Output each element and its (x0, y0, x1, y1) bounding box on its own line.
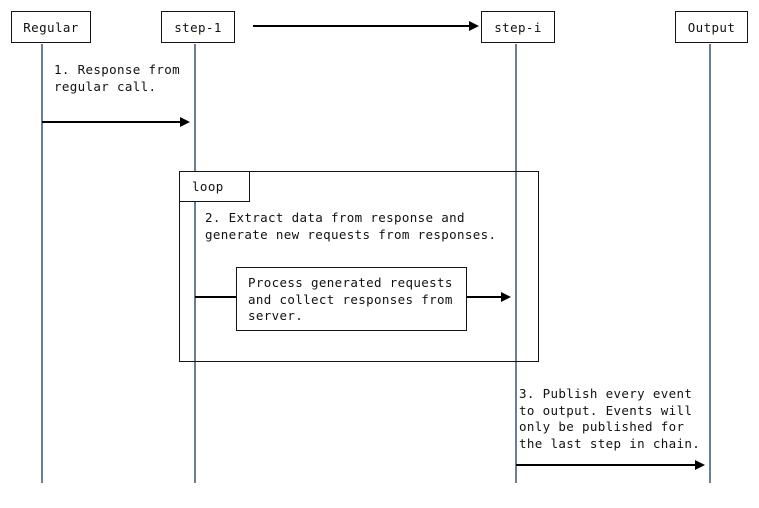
participant-regular[interactable]: Regular (11, 11, 91, 43)
loop-fragment-box (179, 171, 539, 362)
loop-fragment-operator-box: loop (179, 171, 250, 202)
participant-step1-label: step-1 (174, 19, 222, 35)
lifeline-regular (41, 44, 43, 483)
loop-fragment-operator-label: loop (192, 179, 224, 194)
message-2-arrow-head-icon (501, 292, 511, 302)
message-3-line (516, 464, 697, 466)
participant-stepi-label: step-i (494, 19, 542, 35)
participant-output[interactable]: Output (675, 11, 748, 43)
participant-output-label: Output (687, 19, 736, 35)
lifeline-step1 (194, 44, 196, 483)
message-3-label: 3. Publish every event to output. Events… (519, 386, 701, 451)
participant-step1[interactable]: step-1 (161, 11, 235, 43)
process-note-box: Process generated requests and collect r… (236, 267, 467, 331)
chain-arrow-line (253, 25, 471, 27)
participant-regular-label: Regular (23, 19, 79, 35)
lifeline-output (709, 44, 711, 483)
message-3-arrow-head-icon (695, 460, 705, 470)
lifeline-stepi (515, 44, 517, 483)
message-1-line (42, 121, 182, 123)
message-1-label: 1. Response from regular call. (54, 62, 181, 94)
message-2-label: 2. Extract data from response and genera… (205, 210, 497, 242)
message-1-arrow-head-icon (180, 117, 190, 127)
participant-stepi[interactable]: step-i (481, 11, 555, 43)
chain-arrow-head-icon (469, 21, 479, 31)
